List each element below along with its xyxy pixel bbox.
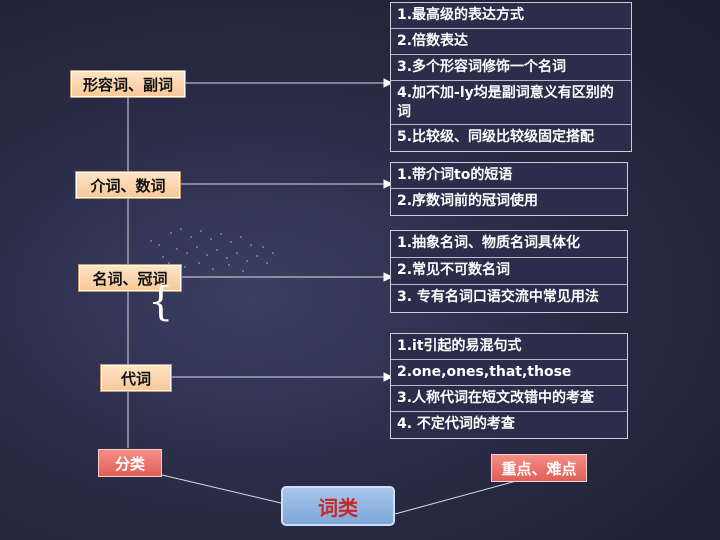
detail-item: 1.it引起的易混句式 bbox=[391, 334, 627, 360]
detail-item: 3. 专有名词口语交流中常见用法 bbox=[397, 289, 599, 305]
detail-group-pronoun: 1.it引起的易混句式 2.one,ones,that,those 3.人称代词… bbox=[390, 333, 628, 439]
detail-item: 1.抽象名词、物质名词具体化 bbox=[391, 231, 627, 258]
brace-symbol: { bbox=[148, 279, 174, 325]
detail-item: 2.常见不可数名词 bbox=[391, 258, 627, 285]
category-prep-num[interactable]: 介词、数词 bbox=[75, 171, 181, 199]
arrowhead-noun bbox=[383, 272, 394, 282]
connector-keypoint-root bbox=[394, 479, 521, 515]
arrowhead-pron bbox=[383, 372, 394, 382]
classification-box[interactable]: 分类 bbox=[98, 449, 162, 477]
key-points-box[interactable]: 重点、难点 bbox=[491, 454, 587, 482]
detail-group-adj-adv: 1.最高级的表达方式 2.倍数表达 3.多个形容词修饰一个名词 4.加不加-ly… bbox=[390, 2, 632, 152]
category-pronoun[interactable]: 代词 bbox=[100, 364, 172, 392]
arrowhead-prep bbox=[383, 179, 394, 189]
detail-item: 1.带介词to的短语 bbox=[391, 163, 627, 189]
detail-group-prep-num: 1.带介词to的短语 2.序数词前的冠词使用 bbox=[390, 162, 628, 216]
detail-group-noun-article: 1.抽象名词、物质名词具体化 2.常见不可数名词 3. 专有名词口语交流中常见用… bbox=[390, 230, 628, 313]
detail-item: 3.多个形容词修饰一个名词 bbox=[391, 55, 631, 81]
detail-item: 5.比较级、同级比较级固定搭配 bbox=[397, 129, 595, 145]
detail-item: 2.倍数表达 bbox=[391, 29, 631, 55]
connector-classify-root bbox=[161, 474, 282, 504]
detail-item: 2.序数词前的冠词使用 bbox=[397, 193, 539, 209]
detail-item: 4. 不定代词的考查 bbox=[397, 416, 515, 432]
category-adj-adv[interactable]: 形容词、副词 bbox=[70, 70, 186, 98]
arrowhead-adj bbox=[383, 78, 394, 88]
detail-item: 4.加不加-ly均是副词意义有区别的词 bbox=[391, 81, 631, 125]
detail-item: 1.最高级的表达方式 bbox=[391, 3, 631, 29]
detail-item: 3.人称代词在短文改错中的考查 bbox=[391, 386, 627, 412]
detail-item: 2.one,ones,that,those bbox=[391, 360, 627, 386]
category-noun-article[interactable]: 名词、冠词 bbox=[78, 264, 182, 292]
root-word-class[interactable]: 词类 bbox=[281, 486, 395, 526]
